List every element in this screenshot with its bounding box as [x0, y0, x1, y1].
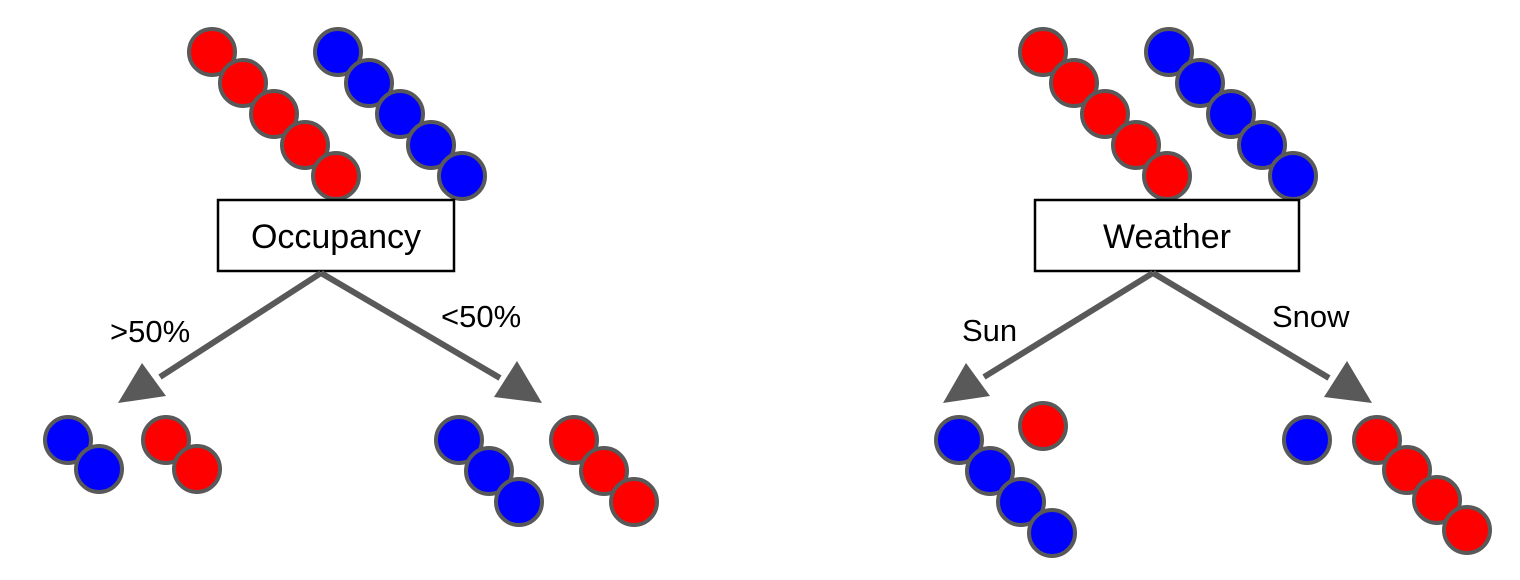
blue-ball [965, 446, 1015, 496]
blue-ball [375, 89, 425, 139]
red-ball [1412, 475, 1462, 525]
red-ball [609, 477, 659, 527]
branch-arrow-left-occupancy [118, 270, 323, 403]
branch-arrow-left-weather [943, 270, 1155, 403]
red-ball-chain [141, 415, 222, 494]
blue-ball [437, 151, 487, 201]
red-ball [1442, 505, 1492, 555]
blue-ball-chain [1282, 415, 1332, 465]
branch-arrow-right-occupancy [319, 270, 542, 403]
child-balls-under-50 [434, 415, 659, 527]
branch-label-over-50: >50% [110, 314, 190, 349]
blue-ball [464, 446, 514, 496]
branch-arrow-right-weather [1151, 270, 1372, 403]
branch-label-snow: Snow [1272, 299, 1350, 334]
blue-ball [996, 477, 1046, 527]
red-ball [579, 446, 629, 496]
blue-ball [434, 415, 484, 465]
red-ball-chain [549, 415, 659, 527]
red-ball [1080, 89, 1130, 139]
node-label-weather: Weather [1103, 218, 1231, 256]
blue-ball-chain [313, 27, 487, 201]
blue-ball [313, 27, 363, 77]
red-ball [1049, 58, 1099, 108]
blue-ball [1282, 415, 1332, 465]
parent-balls-weather [1018, 27, 1318, 201]
red-ball [249, 89, 299, 139]
node-box-weather [1033, 198, 1301, 273]
blue-ball [1027, 508, 1077, 558]
child-balls-snow [1282, 415, 1492, 555]
red-ball [187, 27, 237, 77]
branch-label-sun: Sun [962, 313, 1017, 348]
red-ball [1111, 120, 1161, 170]
blue-ball-chain [934, 415, 1077, 558]
blue-ball [406, 120, 456, 170]
red-ball [218, 58, 268, 108]
blue-ball [1206, 89, 1256, 139]
blue-ball-chain [43, 415, 124, 494]
child-balls-over-50 [43, 415, 222, 494]
blue-ball-chain [434, 415, 544, 527]
blue-ball [1144, 27, 1194, 77]
red-ball [141, 415, 191, 465]
blue-ball [74, 444, 124, 494]
red-ball [1352, 415, 1402, 465]
red-ball [280, 120, 330, 170]
blue-ball [1175, 58, 1225, 108]
blue-ball [344, 58, 394, 108]
blue-ball [1237, 120, 1287, 170]
red-ball [1382, 445, 1432, 495]
child-balls-sun [934, 401, 1077, 558]
red-ball [549, 415, 599, 465]
red-ball [1142, 151, 1192, 201]
blue-ball [494, 477, 544, 527]
node-box-occupancy [216, 198, 456, 273]
red-ball [311, 151, 361, 201]
tree-occupancy: Occupancy >50% <50% [43, 27, 659, 527]
parent-balls-occupancy [187, 27, 487, 201]
red-ball-chain [1018, 401, 1068, 451]
red-ball [1018, 27, 1068, 77]
blue-ball [934, 415, 984, 465]
blue-ball-chain [1144, 27, 1318, 201]
branch-label-under-50: <50% [441, 299, 521, 334]
blue-ball [43, 415, 93, 465]
tree-weather: Weather Sun Snow [934, 27, 1492, 558]
node-label-occupancy: Occupancy [251, 218, 421, 256]
blue-ball [1268, 151, 1318, 201]
red-ball [172, 444, 222, 494]
red-ball-chain [1352, 415, 1492, 555]
red-ball-chain [187, 27, 361, 201]
red-ball [1018, 401, 1068, 451]
